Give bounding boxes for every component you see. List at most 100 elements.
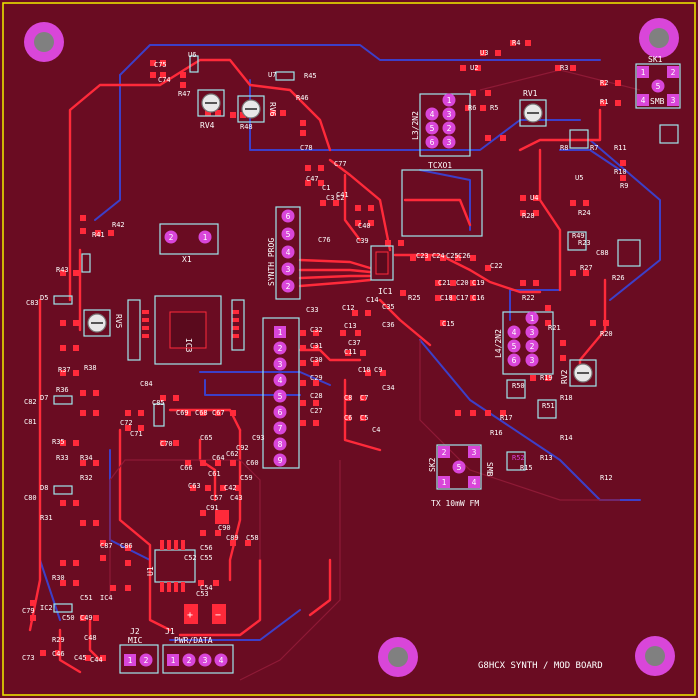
component-designator: C42 — [224, 484, 237, 492]
pin-number: 4 — [286, 248, 291, 257]
l7-body — [506, 451, 526, 471]
component-designator: C35 — [382, 303, 395, 311]
sk1-label: SK1 — [648, 55, 663, 64]
tx-body — [436, 444, 482, 490]
c86-body — [81, 253, 91, 273]
j1-name: PWR/DATA — [174, 636, 213, 645]
component-designator: R17 — [500, 414, 513, 422]
component-designator: R23 — [578, 239, 591, 247]
component-designator: C81 — [24, 418, 37, 426]
component-designator: C31 — [310, 342, 323, 350]
through-hole-pad — [442, 135, 456, 149]
component-designator: C68 — [195, 409, 208, 417]
through-hole-pad — [139, 653, 153, 667]
j1-label: J1 — [165, 627, 175, 636]
ic5-body — [154, 295, 222, 365]
component-designator: R16 — [490, 429, 503, 437]
component-designator: R38 — [84, 364, 97, 372]
through-hole-pad — [637, 66, 649, 78]
u5-body — [53, 295, 73, 305]
pin-number: 5 — [430, 124, 435, 133]
component-designator: R15 — [520, 464, 533, 472]
component-designator: R36 — [56, 386, 69, 394]
component-designator: C12 — [342, 304, 355, 312]
component-designator: C33 — [306, 306, 319, 314]
component-designator: C70 — [160, 440, 173, 448]
ic4b-body — [231, 299, 245, 351]
component-designator: R6 — [468, 104, 476, 112]
pin-number: 5 — [512, 342, 517, 351]
j2-name: MIC — [128, 636, 143, 645]
through-hole-pad — [667, 94, 679, 106]
component-designator: C39 — [356, 237, 369, 245]
l5-body — [506, 379, 526, 399]
component-designator: C13 — [344, 322, 357, 330]
ic4-body — [127, 299, 141, 361]
pin-number: 4 — [512, 328, 517, 337]
through-hole-pad — [468, 476, 480, 488]
component-designator: C93 — [252, 434, 265, 442]
x1-body — [159, 223, 219, 255]
component-designator: R10 — [614, 168, 627, 176]
j2-label: J2 — [130, 627, 140, 636]
labels: SYNTH PROG TCXO1 SK1 SMB SK2 SMB TX 10mW… — [114, 55, 665, 671]
through-hole-pad — [273, 421, 287, 435]
through-hole-pad — [281, 262, 295, 276]
u1-pads — [160, 540, 185, 592]
component-designator: C5 — [360, 414, 368, 422]
component-designator: R18 — [560, 394, 573, 402]
rv6-body — [237, 95, 265, 123]
through-hole-pad — [281, 227, 295, 241]
component-designator: C10 — [358, 366, 371, 374]
j2-body — [119, 644, 159, 674]
pin-number: 3 — [447, 110, 452, 119]
ic1-label: IC1 — [378, 287, 393, 296]
through-hole-pad — [442, 121, 456, 135]
sk1-type: SMB — [650, 97, 665, 106]
pin-number: 3 — [203, 656, 208, 665]
component-designator: C53 — [196, 590, 209, 598]
component-designator: R30 — [52, 574, 65, 582]
ic3-center-pad — [169, 311, 207, 349]
component-designator: C28 — [310, 392, 323, 400]
l3-label: L3/2N2 — [411, 111, 420, 140]
component-designator: U2 — [470, 64, 478, 72]
component-designator: R9 — [620, 182, 628, 190]
u1-label: U1 — [146, 566, 155, 576]
sk1-body — [635, 63, 681, 109]
component-designator: R7 — [590, 144, 598, 152]
component-designator: U5 — [575, 174, 583, 182]
through-hole-pad — [425, 121, 439, 135]
component-designator: C71 — [130, 430, 143, 438]
component-designator: D7 — [40, 394, 48, 402]
component-designator: C76 — [318, 236, 331, 244]
pin-number: 4 — [641, 96, 646, 105]
pin-number: 3 — [530, 328, 535, 337]
component-designator: C36 — [382, 321, 395, 329]
component-designator: C58 — [246, 534, 259, 542]
component-designator: C61 — [208, 470, 221, 478]
component-designator: C15 — [442, 320, 455, 328]
through-hole-pad — [281, 279, 295, 293]
component-designator: R22 — [522, 294, 535, 302]
l4-label: L4/2N2 — [494, 329, 503, 358]
component-designator: C73 — [22, 654, 35, 662]
component-designator: C88 — [596, 249, 609, 257]
component-designator: C59 — [240, 474, 253, 482]
component-designator: C57 — [210, 494, 223, 502]
component-designator: C2 — [336, 194, 344, 202]
component-designator: C29 — [310, 374, 323, 382]
component-designator: C52 — [184, 554, 197, 562]
component-designator: R46 — [296, 94, 309, 102]
pin-number: 1 — [203, 233, 208, 242]
ic3-label: IC3 — [184, 338, 193, 353]
component-designator: C24 — [432, 252, 445, 260]
component-designator: U4 — [530, 194, 538, 202]
component-designator: C67 — [212, 409, 225, 417]
l8-body — [569, 129, 589, 149]
component-designator: IC4 — [100, 594, 113, 602]
component-designator: C78 — [300, 144, 313, 152]
